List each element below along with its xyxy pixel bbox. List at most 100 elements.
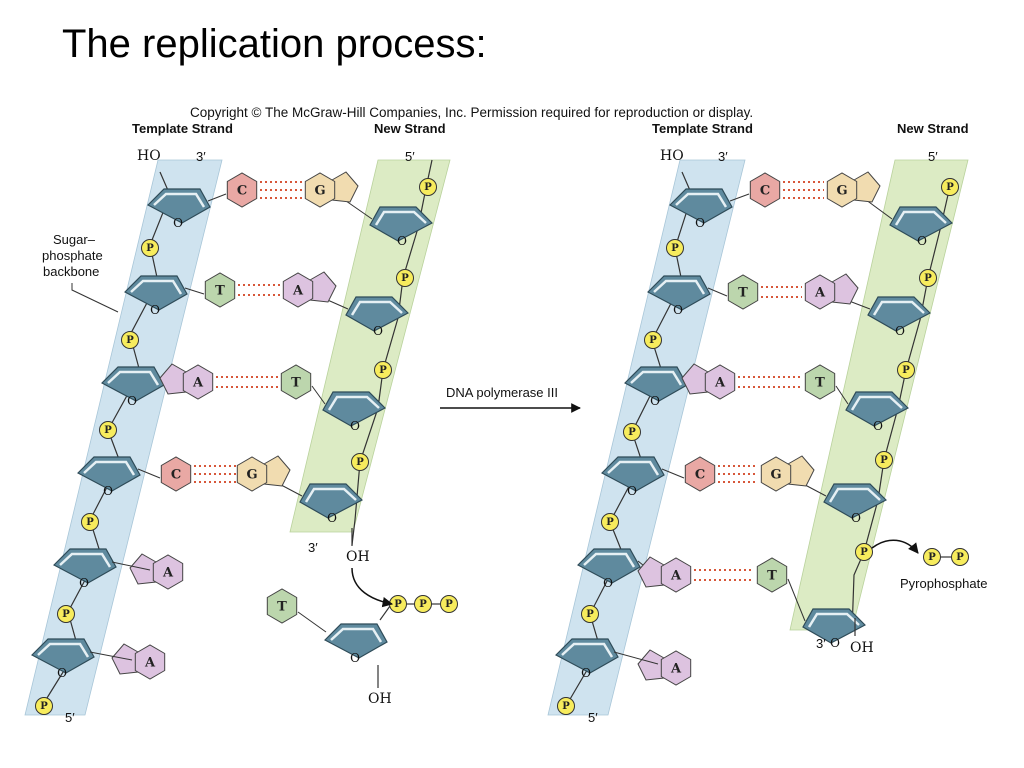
ring-oxygen-label: O: [650, 394, 660, 408]
base-letter: A: [814, 286, 826, 301]
phosphate-letter: P: [946, 182, 954, 193]
base-C: C: [684, 456, 716, 492]
hydrogen-bonds: [694, 569, 754, 581]
right-5prime-top-label: 5′: [928, 149, 938, 164]
right-new-sugar-4: O: [802, 608, 866, 650]
base-letter: T: [277, 600, 287, 615]
phosphate-group: P: [99, 421, 117, 439]
phosphate-group: P: [419, 178, 437, 196]
left-new-sugar-0: O: [369, 206, 433, 248]
right-template-strand-header: Template Strand: [652, 121, 753, 136]
ring-oxygen-label: O: [79, 576, 89, 590]
right-template-sugar-1: O: [647, 275, 711, 317]
right-new-sugar-1: O: [867, 296, 931, 338]
base-letter: G: [246, 468, 257, 483]
ring-oxygen-label: O: [581, 666, 591, 680]
copyright-text: Copyright © The McGraw-Hill Companies, I…: [190, 105, 753, 120]
ring-oxygen-label: O: [695, 216, 705, 230]
phosphate-group: P: [389, 595, 407, 613]
base-letter: G: [314, 184, 325, 199]
right-template-sugar-3: O: [601, 456, 665, 498]
ring-oxygen-label: O: [603, 576, 613, 590]
base-letter: A: [292, 284, 304, 299]
pyrophosphate-release-arrow: [871, 539, 919, 554]
base-A: A: [129, 553, 184, 590]
base-letter: T: [291, 376, 301, 391]
base-A: A: [111, 643, 166, 680]
base-letter: A: [670, 569, 682, 584]
phosphate-letter: P: [671, 243, 679, 254]
base-A: A: [804, 273, 859, 310]
left-template-sugar-3: O: [77, 456, 141, 498]
phosphate-group: P: [581, 605, 599, 623]
left-ho-label: HO: [137, 148, 161, 164]
phosphate-group: P: [666, 239, 684, 257]
ring-oxygen-label: O: [57, 666, 67, 680]
base-G: G: [826, 171, 881, 208]
left-new-strand-header: New Strand: [374, 121, 446, 136]
phosphate-group: P: [557, 697, 575, 715]
hydrogen-bonds: [761, 286, 802, 298]
base-G: G: [236, 455, 291, 492]
phosphate-letter: P: [126, 335, 134, 346]
phosphate-letter: P: [146, 243, 154, 254]
ring-oxygen-label: O: [173, 216, 183, 230]
base-letter: T: [815, 376, 825, 391]
ring-oxygen-label: O: [397, 234, 407, 248]
incoming-nucleotide-arrow: [351, 567, 394, 608]
base-letter: A: [144, 656, 156, 671]
hydrogen-bonds: [783, 181, 824, 199]
phosphate-letter: P: [562, 701, 570, 712]
base-A: A: [159, 363, 214, 400]
base-A: A: [681, 363, 736, 400]
backbone-label-line2: phosphate: [42, 248, 103, 263]
hydrogen-bonds: [718, 465, 758, 483]
base-letter: T: [767, 569, 777, 584]
phosphate-group: P: [396, 269, 414, 287]
incoming-oh-label: OH: [368, 691, 392, 707]
left-new-sugar-3: O: [299, 483, 363, 525]
phosphate-group: P: [81, 513, 99, 531]
phosphate-group: P: [374, 361, 392, 379]
base-letter: A: [714, 376, 726, 391]
phosphate-group: P: [941, 178, 959, 196]
base-G: G: [760, 455, 815, 492]
left-template-sugar-5: O: [31, 638, 95, 680]
base-T: T: [756, 557, 788, 593]
right-template-sugar-4: O: [577, 548, 641, 590]
phosphate-group: P: [923, 548, 941, 566]
phosphate-letter: P: [356, 457, 364, 468]
base-letter: T: [215, 284, 225, 299]
base-C: C: [749, 172, 781, 208]
ring-oxygen-label: O: [327, 511, 337, 525]
base-letter: A: [670, 662, 682, 677]
base-letter: G: [836, 184, 847, 199]
base-letter: C: [171, 468, 181, 483]
hydrogen-bonds: [738, 376, 802, 388]
phosphate-letter: P: [401, 273, 409, 284]
right-template-strand-band: [547, 159, 746, 716]
base-T: T: [727, 274, 759, 310]
phosphate-letter: P: [424, 182, 432, 193]
base-T: T: [204, 272, 236, 308]
ring-oxygen-label: O: [873, 419, 883, 433]
base-letter: C: [760, 184, 770, 199]
phosphate-letter: P: [445, 599, 453, 610]
left-3prime-new-label: 3′: [308, 540, 318, 555]
left-new-strand-band: [289, 159, 451, 533]
ring-oxygen-label: O: [350, 651, 360, 665]
left-template-strand-header: Template Strand: [132, 121, 233, 136]
phosphate-letter: P: [860, 547, 868, 558]
base-T: T: [266, 588, 298, 624]
backbone-label-leader: [71, 283, 119, 313]
pyrophosphate-label: Pyrophosphate: [900, 576, 987, 591]
ring-oxygen-label: O: [150, 303, 160, 317]
ring-oxygen-label: O: [627, 484, 637, 498]
base-letter: A: [162, 566, 174, 581]
left-new-sugar-2: O: [322, 391, 386, 433]
right-template-sugar-0: O: [669, 188, 733, 230]
hydrogen-bonds: [216, 376, 278, 388]
ring-oxygen-label: O: [830, 636, 840, 650]
phosphate-letter: P: [924, 273, 932, 284]
